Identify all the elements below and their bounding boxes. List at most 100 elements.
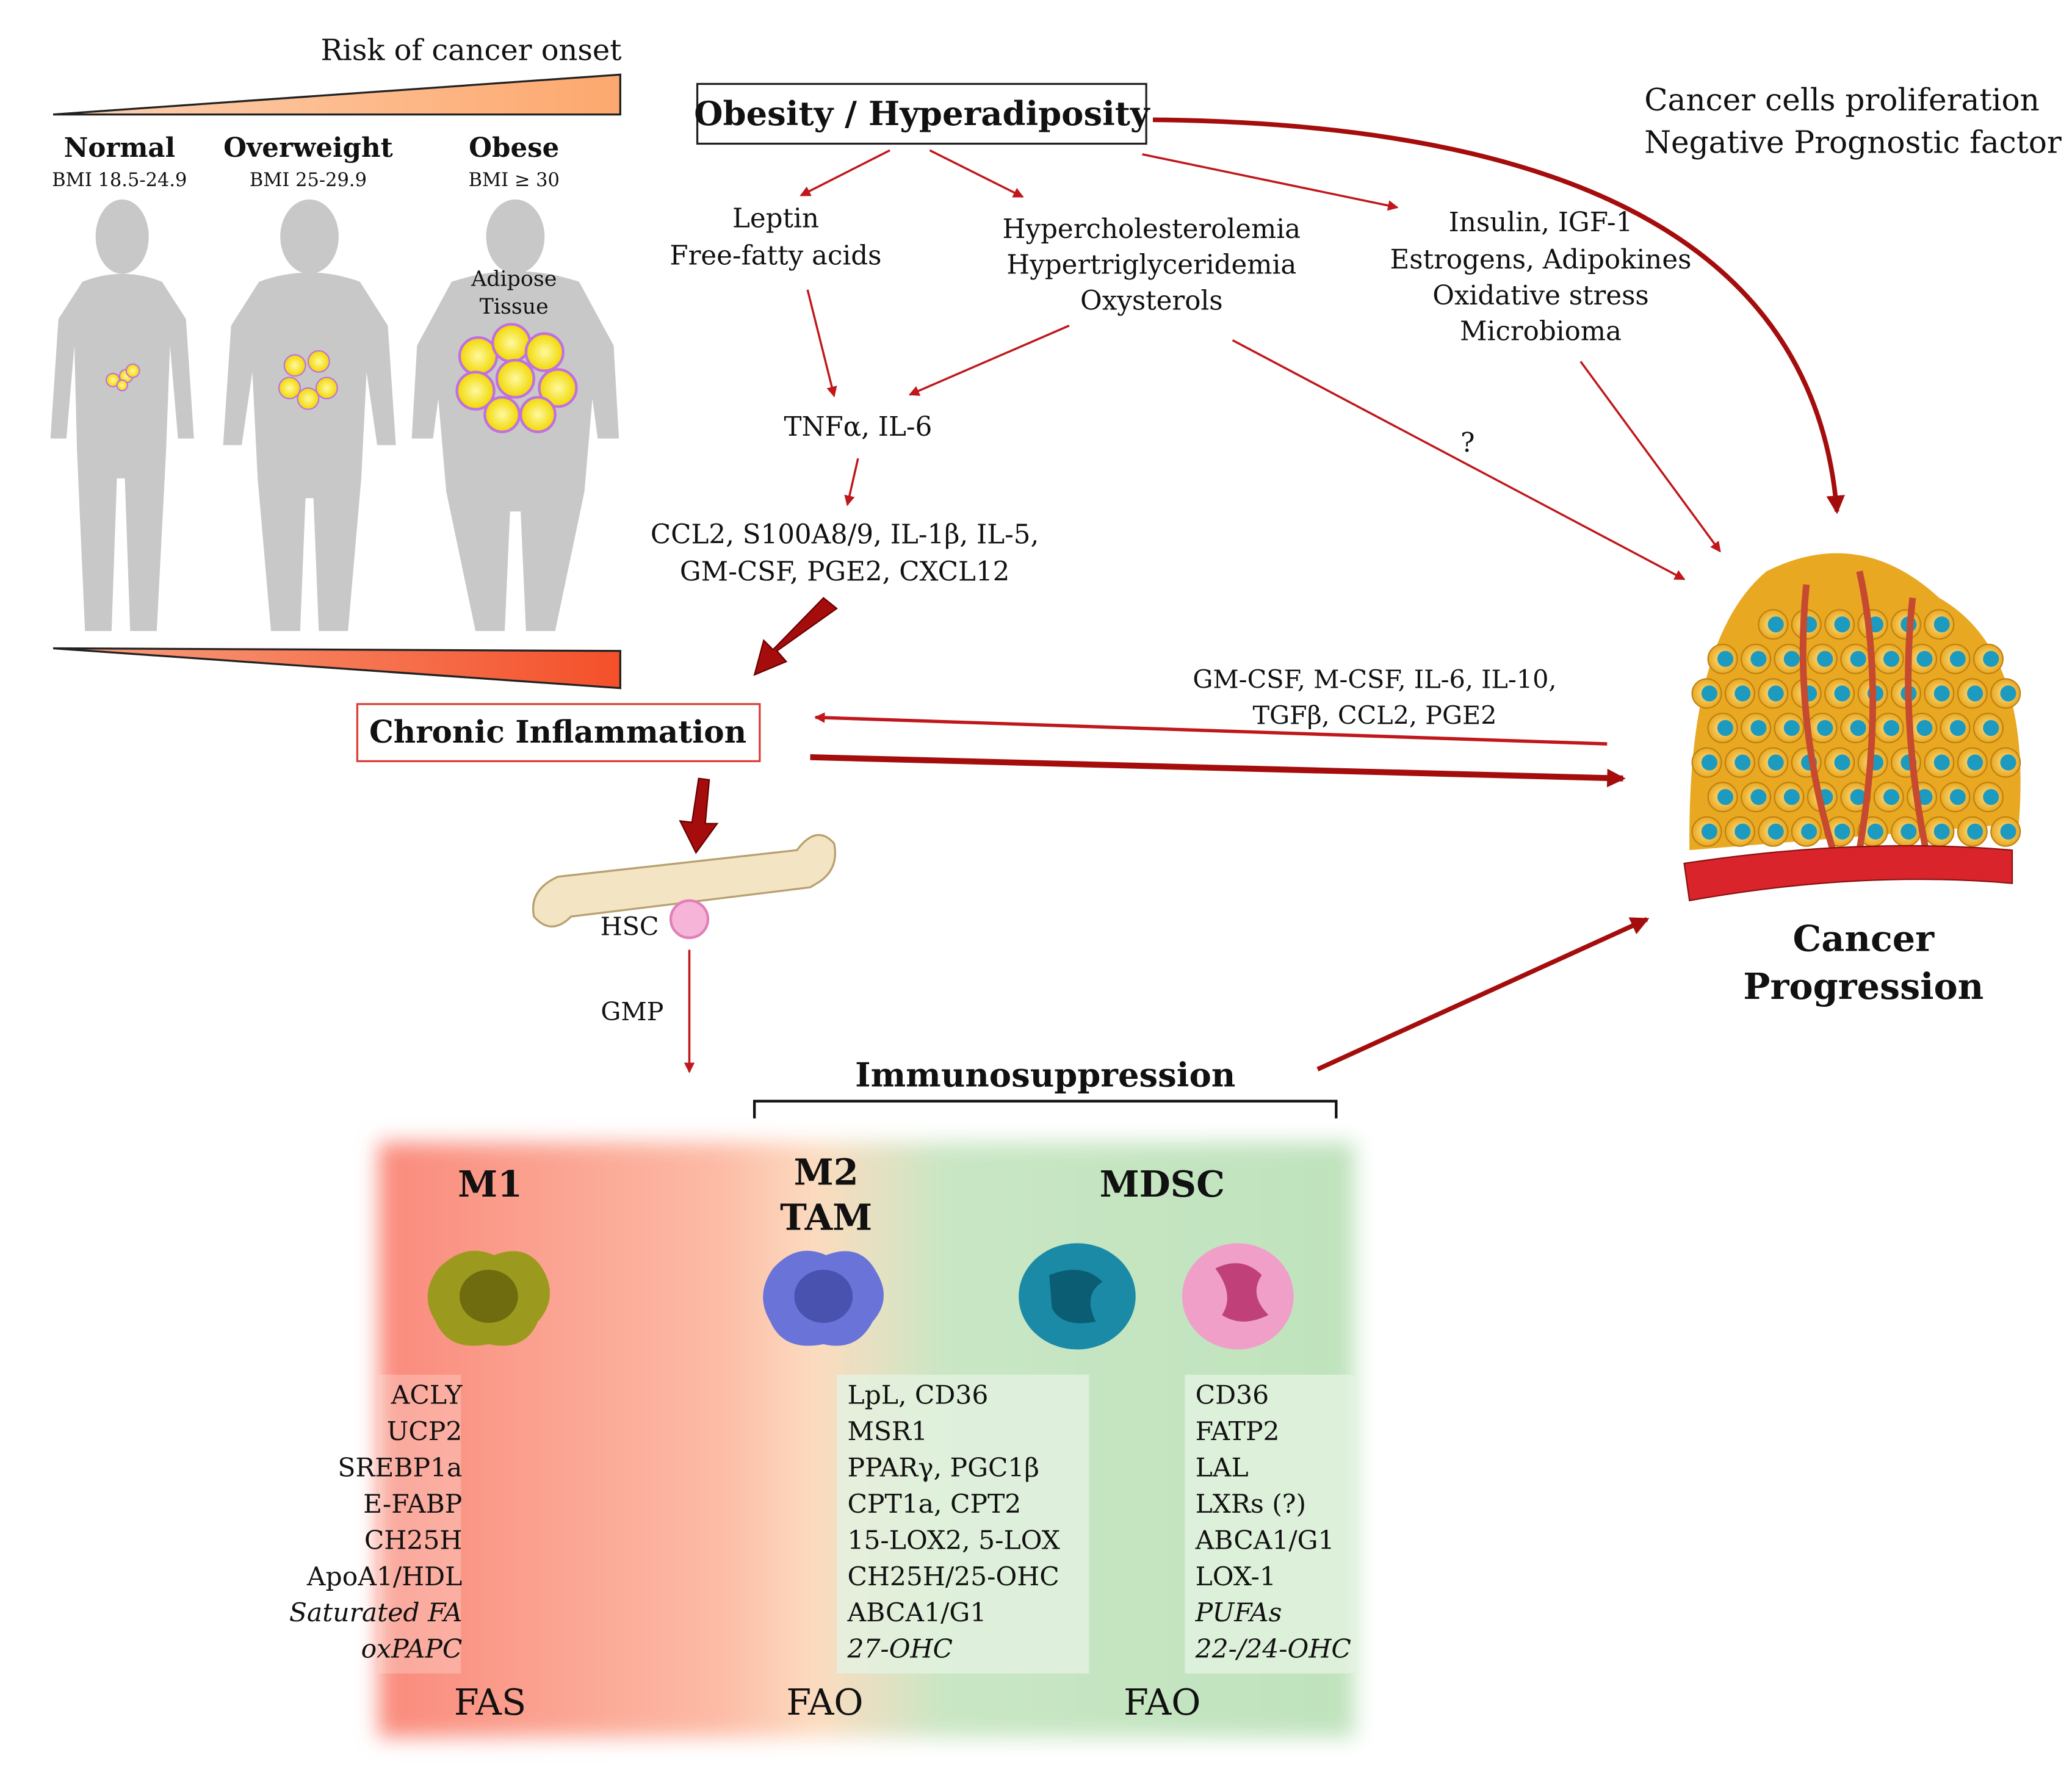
tumor-cell-nucleus [1767, 616, 1784, 633]
arrow-to-leptin [800, 149, 890, 196]
adipose-cells-icon [455, 323, 578, 433]
tumor-cell-nucleus [2000, 754, 2016, 771]
tumor-cell-nucleus [1983, 650, 1999, 667]
tam-title: TAM [780, 1197, 872, 1239]
thick-arrows [810, 117, 1845, 1071]
chronic-inflammation-box: Chronic Inflammation [356, 703, 761, 763]
marker-item: PUFAs [1195, 1598, 1282, 1628]
bmi-name: Obese [469, 132, 559, 164]
marker-item: Saturated FA [289, 1598, 462, 1628]
marker-item: ABCA1/G1 [846, 1598, 986, 1628]
marker-item: CH25H/25-OHC [847, 1562, 1059, 1592]
risk-wedge-bottom [52, 647, 621, 690]
bmi-range: BMI ≥ 30 [469, 170, 560, 191]
tumor-cell-nucleus [1916, 650, 1933, 667]
tumor-cell-nucleus [1701, 754, 1717, 771]
tumor-cell-nucleus [1734, 754, 1751, 771]
lipids-line: Hypercholesterolemia [1003, 214, 1301, 245]
marker-item: PPARγ, PGC1β [847, 1453, 1039, 1483]
m2-macrophage-icon [763, 1250, 884, 1346]
arrow-cancer-to-inflammation [814, 712, 1608, 746]
leptin-line: Leptin [732, 204, 819, 234]
arrow-obesity-cancer [1152, 117, 1845, 514]
mdsc-outcome: FAO [1124, 1681, 1200, 1723]
immunosuppression-label: Immunosuppression [855, 1056, 1235, 1095]
immunosuppression-bracket [753, 1100, 1338, 1118]
m2-outcome: FAO [786, 1681, 863, 1723]
tumor-cell-nucleus [1834, 616, 1850, 633]
tumor-cell-nucleus [1883, 789, 1900, 805]
tumor-cell-nucleus [1701, 823, 1717, 840]
marker-item: MSR1 [847, 1417, 927, 1447]
tumor-cell-nucleus [1949, 789, 1966, 805]
risk-label: Risk of cancer onset [321, 34, 622, 67]
tumor-cell-nucleus [1933, 616, 1950, 633]
marker-item: 27-OHC [846, 1635, 953, 1665]
block-arrow-cytokines-inflammation [753, 597, 838, 676]
tumor-cell-nucleus [1933, 823, 1950, 840]
arrow-immunosuppression-cancer [1316, 917, 1650, 1071]
marker-item: CPT1a, CPT2 [847, 1489, 1021, 1519]
tumor-cell-nucleus [1883, 650, 1900, 667]
arrow-lipids-tnf [908, 325, 1070, 396]
tumor-cell-nucleus [1883, 719, 1900, 737]
cancer-label: Progression [1743, 965, 1984, 1007]
tumor-cell-nucleus [1750, 789, 1767, 805]
tumor-cell-nucleus [2000, 685, 2016, 702]
marker-item: LOX-1 [1196, 1562, 1276, 1592]
arrow-to-lipids [929, 149, 1024, 198]
tumor-factors-line: TGFβ, CCL2, PGE2 [1252, 701, 1496, 730]
marker-item: CH25H [364, 1525, 462, 1555]
insulin-line: Estrogens, Adipokines [1390, 245, 1692, 275]
arrow-lipids-cancer [1232, 339, 1686, 580]
chronic-label: Chronic Inflammation [369, 714, 746, 750]
marker-item: oxPAPC [361, 1635, 463, 1665]
bmi-name: Normal [64, 132, 176, 164]
cytokines-line: GM-CSF, PGE2, CXCL12 [680, 556, 1009, 587]
m1-macrophage-icon [427, 1250, 550, 1346]
tumor-cell-nucleus [1983, 719, 1999, 737]
tumor-cell-nucleus [1901, 823, 1917, 840]
marker-item: SREBP1a [338, 1453, 462, 1483]
tumor-cell-nucleus [1734, 685, 1751, 702]
marker-item: 22-/24-OHC [1195, 1635, 1351, 1665]
prolif-line: Negative Prognostic factor [1644, 125, 2062, 160]
bmi-range: BMI 25-29.9 [250, 170, 367, 191]
adipose-label: Adipose [471, 267, 557, 291]
marker-item: LXRs (?) [1196, 1489, 1306, 1519]
tumor-cell-nucleus [1967, 685, 1984, 702]
marker-item: E-FABP [363, 1489, 462, 1519]
tumor-cell-nucleus [1949, 719, 1966, 737]
m1-marker-list: ACLYUCP2SREBP1aE-FABPCH25HApoA1/HDLSatur… [289, 1381, 463, 1665]
monocytic-mdsc-icon [1019, 1243, 1136, 1350]
tumor-cell-nucleus [1783, 650, 1800, 667]
tumor-cell-nucleus [1967, 754, 1984, 771]
tumor-cell-nucleus [1850, 650, 1866, 667]
lipids-line: Hypertriglyceridemia [1006, 250, 1296, 281]
tumor-cell-nucleus [1750, 650, 1767, 667]
tumor-cell-nucleus [1834, 823, 1850, 840]
tumor-cell-nucleus [1717, 789, 1734, 805]
marker-item: LAL [1196, 1453, 1249, 1483]
tumor-cell-nucleus [1717, 650, 1734, 667]
tumor-cell-nucleus [1767, 823, 1784, 840]
obesity-box: Obesity / Hyperadiposity [694, 82, 1150, 145]
hsc-label: HSC [601, 912, 659, 942]
tumor-cell-nucleus [1933, 685, 1950, 702]
granulocytic-mdsc-icon [1182, 1243, 1294, 1350]
bmi-group-obese: Obese BMI ≥ 30 Adipose Tissue [411, 132, 619, 632]
marker-item: UCP2 [387, 1417, 463, 1447]
tumor-cell-nucleus [1834, 754, 1850, 771]
tumor-cell-nucleus [1850, 789, 1866, 805]
marker-item: ACLY [391, 1381, 463, 1411]
m2-title: M2 [794, 1151, 859, 1194]
tnf-label: TNFα, IL-6 [784, 412, 932, 442]
arrow-to-insulin [1142, 153, 1399, 211]
tumor-cell-nucleus [1801, 823, 1818, 840]
tumor-cell-nucleus [1767, 685, 1784, 702]
bone-icon [532, 834, 836, 927]
tumor-cell-nucleus [1734, 823, 1751, 840]
obesity-label: Obesity / Hyperadiposity [694, 94, 1150, 133]
